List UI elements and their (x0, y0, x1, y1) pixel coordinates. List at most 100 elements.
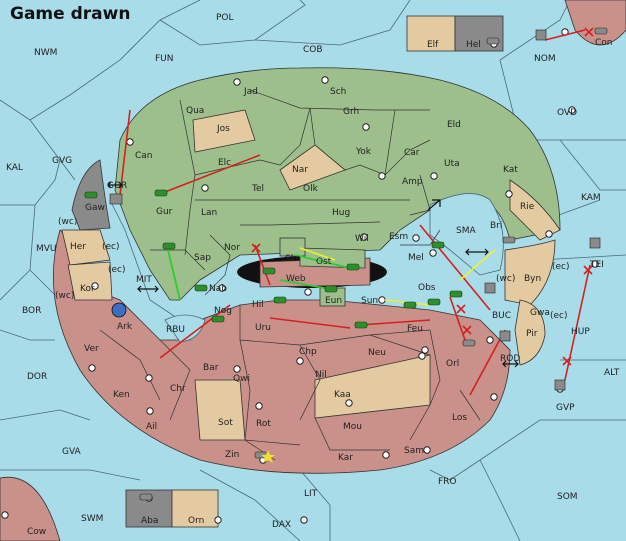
game-title: Game drawn (10, 4, 130, 24)
region-Orn[interactable] (171, 489, 219, 528)
label-Cow: Cow (27, 527, 46, 537)
center-Ver (88, 364, 96, 372)
label-Sch: Sch (330, 87, 346, 97)
label-Hil: Hil (252, 300, 264, 310)
move-attack (564, 264, 591, 381)
center-Yok (378, 172, 386, 180)
label-Nog: Nog (214, 306, 232, 316)
ship-icon (484, 282, 496, 294)
label-Wil: Wil (355, 234, 369, 244)
label-RBU: RBU (166, 325, 185, 335)
label-Amp: Amp (402, 177, 423, 187)
center-Uta (505, 190, 513, 198)
tank-icon (194, 284, 208, 292)
region-Sot[interactable] (194, 379, 246, 441)
label-Jos: Jos (216, 124, 230, 134)
tank-icon (84, 191, 98, 199)
center-Kar (382, 451, 390, 459)
label-Kaa: Kaa (334, 390, 351, 400)
label-GVA: GVA (62, 447, 82, 457)
label-wc2: (wc) (496, 274, 515, 284)
label-Feu: Feu (407, 324, 423, 334)
label-Gur: Gur (156, 207, 173, 217)
move-attack (544, 29, 586, 41)
tank-icon (154, 189, 168, 197)
region-Kor[interactable] (67, 261, 113, 301)
center-Cow (1, 511, 9, 519)
ship-icon (554, 379, 566, 391)
label-LIT: LIT (304, 489, 318, 499)
label-Jad: Jad (243, 87, 258, 97)
move-attack (254, 244, 271, 286)
label-Kar: Kar (338, 453, 353, 463)
center-Nor (218, 284, 226, 292)
center-Sun (378, 296, 386, 304)
tank-icon (431, 241, 445, 249)
move-attack (449, 296, 466, 341)
tank-icon (449, 290, 463, 298)
tank-icon (594, 27, 608, 35)
label-Grh: Grh (343, 107, 359, 117)
label-Her: Her (70, 242, 86, 252)
tank-icon (211, 315, 225, 323)
center-Gur (201, 184, 209, 192)
label-Los: Los (452, 413, 467, 423)
label-Sun: Sun (361, 296, 378, 306)
label-Mel: Mel (408, 253, 424, 263)
label-Bri: Bri (490, 221, 502, 231)
tank-icon (346, 263, 360, 271)
label-Sap: Sap (194, 253, 211, 263)
tank-icon (462, 339, 476, 347)
label-FUN: FUN (155, 54, 174, 64)
label-MIT: MIT (136, 275, 152, 285)
label-ec2: (ec) (108, 265, 126, 275)
label-wc1: (wc) (58, 217, 77, 227)
label-Uru: Uru (255, 323, 271, 333)
center-Kor (91, 282, 99, 290)
center-Esm (412, 234, 420, 242)
label-wc3: (wc) (55, 291, 74, 301)
label-Ost: Ost (316, 257, 332, 267)
label-ALT: ALT (604, 368, 620, 378)
label-Gaw: Gaw (85, 203, 105, 213)
ship-icon (109, 193, 123, 205)
label-Car: Car (404, 148, 420, 158)
label-Hug: Hug (332, 208, 350, 218)
label-ec3: (ec) (552, 262, 570, 272)
label-KAM: KAM (581, 193, 601, 203)
center-Sch (321, 76, 329, 84)
label-Ail: Ail (146, 422, 157, 432)
center-Ail (146, 407, 154, 415)
region-Her[interactable] (61, 229, 111, 266)
region-Jos[interactable] (192, 109, 256, 153)
move-attack (164, 154, 261, 193)
region-south-rose (52, 229, 511, 474)
label-Ver: Ver (84, 344, 99, 354)
tank-icon (427, 298, 441, 306)
region-Byn[interactable] (504, 239, 556, 306)
label-GVP: GVP (556, 403, 575, 413)
region-Pir[interactable] (514, 299, 546, 366)
center-Mel (429, 249, 437, 257)
label-SMA: SMA (456, 226, 476, 236)
cross-marker (251, 27, 594, 366)
label-DOR: DOR (27, 372, 47, 382)
region-RBU[interactable] (164, 314, 206, 343)
label-SWM: SWM (81, 514, 103, 524)
label-GVG: GVG (52, 156, 72, 166)
label-Elf: Elf (427, 40, 439, 50)
label-BUC: BUC (492, 311, 511, 321)
label-ec1: (ec) (102, 242, 120, 252)
tank-icon (273, 296, 287, 304)
label-Ark: Ark (117, 322, 133, 332)
label-Qua: Qua (186, 106, 204, 116)
label-Kor: Kor (80, 284, 95, 294)
supply-centers (1, 28, 599, 524)
ship-icon (499, 330, 511, 342)
region-Skr[interactable] (279, 237, 306, 257)
label-MVU: MVU (36, 244, 57, 254)
move-attack (269, 317, 351, 329)
center-OVD (568, 106, 576, 114)
